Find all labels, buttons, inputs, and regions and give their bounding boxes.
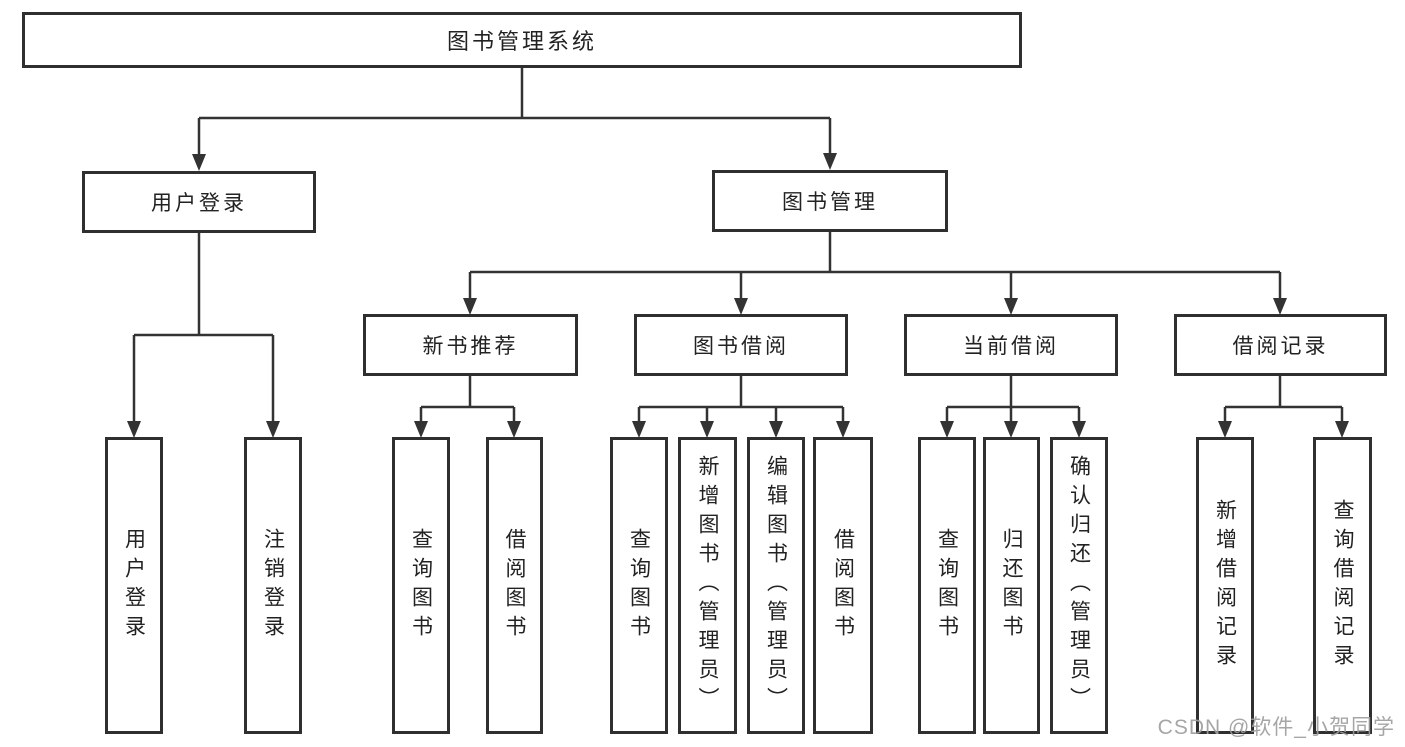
leaf-borrow-books-borrow: 借阅图书 [813, 437, 873, 734]
leaf-confirm-return-admin: 确认归还（管理员） [1050, 437, 1108, 734]
node-borrowing-records: 借阅记录 [1174, 314, 1387, 376]
node-label: 用户登录 [122, 527, 146, 644]
arrowheads-level2 [192, 153, 837, 171]
node-user-login: 用户登录 [82, 171, 316, 233]
connector-root-to-level2 [197, 68, 832, 158]
arrowheads-bookborrow-leaves [632, 421, 850, 438]
node-label: 查询借阅记录 [1331, 498, 1354, 673]
leaf-query-books-borrow: 查询图书 [610, 437, 668, 734]
node-label: 确认归还（管理员） [1067, 455, 1091, 716]
arrowheads-newbookrec-leaves [414, 421, 521, 438]
arrowheads-borrowrecords-leaves [1218, 421, 1349, 438]
arrowheads-userlogin-leaves [127, 421, 280, 438]
node-current-borrowing: 当前借阅 [904, 314, 1118, 376]
node-label: 新增借阅记录 [1213, 498, 1237, 673]
arrowheads-level3 [463, 298, 1287, 315]
node-label: 图书管理 [782, 191, 878, 214]
node-library-management-system: 图书管理系统 [22, 12, 1022, 68]
leaf-user-login: 用户登录 [105, 437, 163, 734]
node-label: 借阅图书 [503, 527, 526, 644]
node-label: 查询图书 [935, 527, 959, 644]
node-new-book-recommendation: 新书推荐 [363, 314, 578, 376]
leaf-add-borrow-record: 新增借阅记录 [1196, 437, 1254, 734]
leaf-add-book-admin: 新增图书（管理员） [678, 437, 737, 734]
node-label: 当前借阅 [963, 335, 1059, 358]
node-book-borrowing: 图书借阅 [634, 314, 848, 376]
node-label: 用户登录 [151, 192, 247, 215]
csdn-watermark: CSDN @软件_小贺同学 [1157, 716, 1395, 739]
leaf-query-books-current: 查询图书 [918, 437, 976, 734]
connector-bookborrow-to-leaves [637, 376, 845, 425]
leaf-query-books-newrec: 查询图书 [392, 437, 450, 734]
node-label: 新书推荐 [422, 335, 519, 358]
connector-currentborrow-to-leaves [945, 376, 1081, 425]
node-book-management: 图书管理 [712, 170, 948, 232]
connector-userlogin-to-leaves [132, 233, 275, 425]
node-label: 借阅图书 [831, 527, 855, 644]
connector-newbookrec-to-leaves [419, 376, 516, 425]
node-label: 新增图书（管理员） [696, 455, 719, 716]
node-label: 编辑图书（管理员） [764, 455, 788, 716]
leaf-edit-book-admin: 编辑图书（管理员） [747, 437, 805, 734]
node-label: 图书管理系统 [446, 29, 597, 54]
node-label: 图书借阅 [693, 335, 789, 358]
leaf-logout: 注销登录 [244, 437, 302, 734]
arrowheads-currentborrow-leaves [940, 421, 1086, 438]
leaf-query-borrow-record: 查询借阅记录 [1313, 437, 1372, 734]
leaf-return-book: 归还图书 [983, 437, 1040, 734]
node-label: 借阅记录 [1232, 335, 1329, 358]
node-label: 归还图书 [1000, 527, 1023, 644]
leaf-borrow-books-newrec: 借阅图书 [486, 437, 543, 734]
node-label: 注销登录 [261, 527, 285, 644]
node-label: 查询图书 [409, 527, 433, 644]
connector-borrowrecords-to-leaves [1223, 376, 1344, 425]
connector-bookmgmt-to-level3 [468, 232, 1282, 302]
node-label: 查询图书 [627, 527, 651, 644]
